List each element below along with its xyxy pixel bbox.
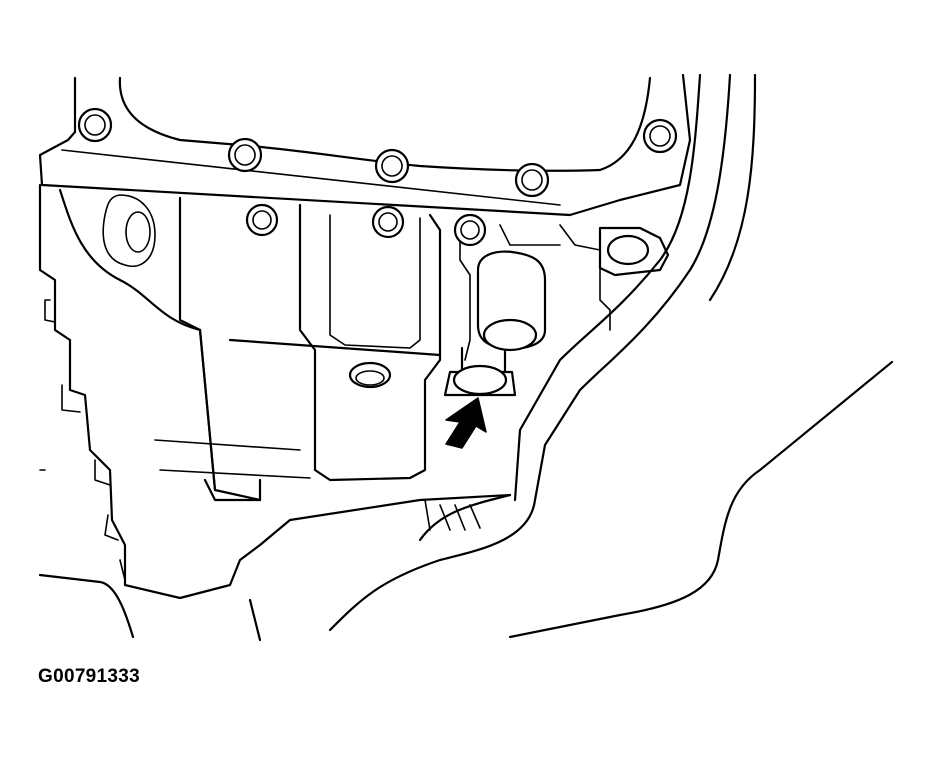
line-drawing (38, 73, 894, 642)
transmission-drain-plug-illustration (38, 73, 894, 642)
bolt-icon (77, 107, 113, 143)
figure-id-label: G00791333 (38, 666, 141, 687)
bolt-icon (371, 205, 405, 239)
crossmember (248, 73, 757, 642)
bolt-icon (245, 203, 279, 237)
body-panel (38, 360, 894, 639)
bolt-icon (514, 162, 550, 198)
drain-plug (452, 364, 508, 396)
drain-plug-boss (443, 250, 547, 397)
case-bolts (245, 203, 487, 247)
bolt-icon (453, 213, 487, 247)
bolt-icon (227, 137, 263, 173)
bolt-icon (374, 148, 410, 184)
oil-pan (38, 73, 692, 217)
bolt-icon (642, 118, 678, 154)
arrow-icon (445, 397, 487, 449)
pan-bolts (77, 107, 678, 198)
transmission-case (38, 183, 670, 600)
